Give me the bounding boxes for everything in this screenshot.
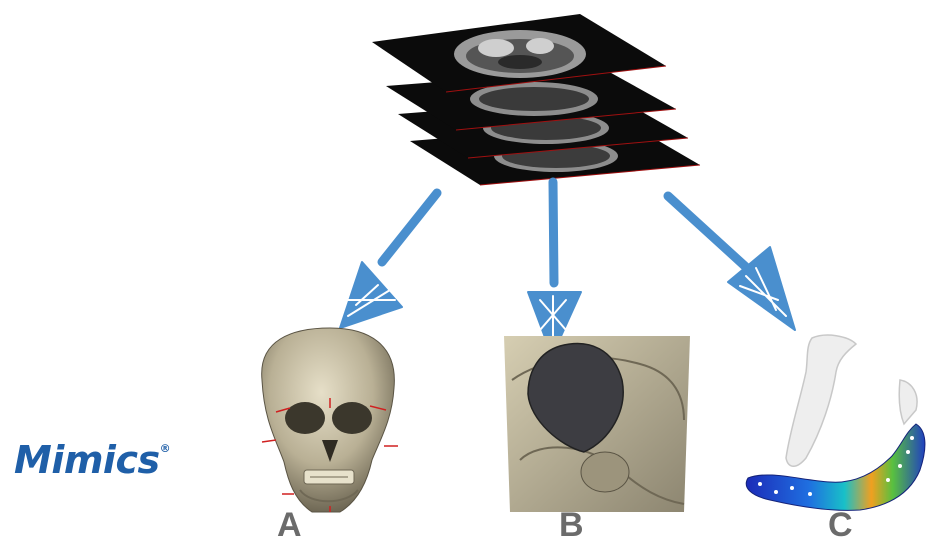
panel-label-b: B (559, 506, 584, 545)
panel-label-c: C (828, 506, 853, 545)
mandible-fea-model (746, 335, 925, 510)
arrow-to-c (668, 196, 795, 330)
registered-mark: ® (160, 442, 171, 455)
brand-name: Mimics (14, 438, 160, 482)
ct-slice-stack (372, 14, 700, 185)
skull-3d-model (262, 328, 398, 512)
panel-label-a: A (277, 506, 302, 545)
arrow-to-a (340, 193, 437, 328)
implant-3d-model (504, 336, 690, 512)
arrow-to-b (528, 182, 581, 356)
mimics-logo: Mimics® (14, 438, 170, 482)
